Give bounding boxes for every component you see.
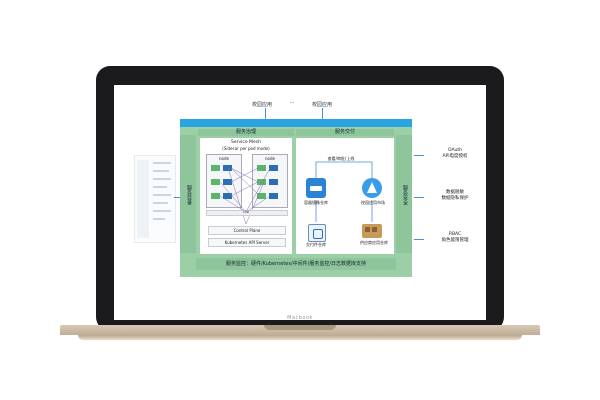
platform-panel: 服务目录 服务安全 服务治理 Service Mesh (Sidecar per… bbox=[180, 127, 412, 277]
laptop-base bbox=[60, 325, 540, 335]
node-box-1: node bbox=[206, 154, 242, 208]
k8s-api-box: Kubernetes API Server bbox=[208, 238, 286, 247]
app-arrow-1 bbox=[265, 108, 266, 119]
container-registry-icon bbox=[306, 178, 326, 198]
pod-block bbox=[211, 179, 220, 185]
sidecar-block bbox=[223, 165, 232, 171]
service-catalog-label: 服务目录 bbox=[186, 185, 192, 205]
security-item-3-title: RBAC bbox=[448, 232, 462, 237]
mesh-subtitle: (Sidecar per pod mode) bbox=[222, 146, 270, 151]
catalog-connector bbox=[174, 197, 180, 198]
node-box-2: node bbox=[252, 154, 288, 208]
sidecar-block bbox=[223, 193, 232, 199]
service-security-label: 服务安全 bbox=[402, 185, 408, 205]
file-repo-icon bbox=[308, 224, 326, 242]
delivery-area: 查看/审批/上线 容器镜像仓库 校园应用市场 交付件仓 bbox=[296, 138, 394, 254]
app-store-icon bbox=[362, 178, 382, 198]
laptop-notch bbox=[264, 325, 336, 330]
pod-block bbox=[257, 179, 266, 185]
pod-block bbox=[211, 193, 220, 199]
security-connector-2 bbox=[414, 197, 424, 198]
mesh-header: 服务治理 bbox=[198, 129, 294, 136]
app-label-2: 校园应用 bbox=[311, 102, 332, 108]
control-plane-box: Control Plane bbox=[208, 226, 286, 235]
pod-block bbox=[257, 165, 266, 171]
left-side-column bbox=[180, 135, 196, 253]
security-item-1: OAuth API电度授权 bbox=[426, 148, 484, 160]
pod-block bbox=[257, 193, 266, 199]
security-item-3-desc: 角色能限管理 bbox=[441, 238, 469, 243]
laptop-screen: 校园应用 ... 校园应用 服务目录 服务安全 服务治理 Service Mes… bbox=[114, 85, 486, 320]
file-repo-label: 交付件仓库 bbox=[306, 242, 326, 247]
security-item-2: 数据脱敏 数据隐私保护 bbox=[426, 190, 484, 202]
sidecar-block bbox=[223, 179, 232, 185]
app-label-ellipsis: ... bbox=[289, 99, 295, 105]
security-item-2-title: 数据脱敏 bbox=[446, 190, 464, 195]
delivery-header: 服务交付 bbox=[296, 129, 394, 136]
laptop-brand-label: Macbook bbox=[287, 315, 313, 321]
dept-repo-label: 供应商应用仓库 bbox=[360, 240, 388, 245]
delivery-flow-label: 查看/审批/上线 bbox=[327, 156, 355, 161]
sidecar-block bbox=[269, 193, 278, 199]
security-connector-1 bbox=[414, 155, 424, 156]
laptop-base-bottom bbox=[78, 335, 522, 340]
mesh-area: Service Mesh (Sidecar per pod mode) node… bbox=[200, 138, 292, 254]
security-connector-3 bbox=[414, 239, 424, 240]
app-label-1: 校园应用 bbox=[251, 102, 272, 108]
security-item-1-desc: API电度授权 bbox=[442, 154, 468, 159]
app-arrow-2 bbox=[322, 108, 323, 119]
monitoring-footer: 服务监控：硬件/Kubernetes/中间件/服务监控/日志数据库支持 bbox=[196, 258, 396, 270]
container-repo-label: 容器镜像仓库 bbox=[304, 200, 328, 205]
mesh-title: Service Mesh bbox=[231, 140, 261, 145]
service-catalog-screenshot bbox=[134, 155, 176, 243]
security-item-2-desc: 数据隐私保护 bbox=[441, 196, 469, 201]
right-side-column bbox=[396, 135, 412, 253]
api-gateway-bar bbox=[180, 119, 412, 127]
security-item-3: RBAC 角色能限管理 bbox=[426, 232, 484, 244]
sidecar-block bbox=[269, 165, 278, 171]
mesh-traffic-lines bbox=[219, 167, 271, 225]
security-item-1-title: OAuth bbox=[447, 148, 462, 153]
sidecar-block bbox=[269, 179, 278, 185]
pod-block bbox=[211, 165, 220, 171]
warehouse-icon bbox=[362, 224, 382, 238]
node-label-1: node bbox=[219, 156, 229, 161]
app-market-label: 校园应用市场 bbox=[361, 200, 385, 205]
node-label-2: node bbox=[265, 156, 275, 161]
delivery-arrows bbox=[315, 161, 373, 222]
cni-label: CNI bbox=[242, 210, 250, 214]
cni-bar bbox=[206, 210, 288, 216]
